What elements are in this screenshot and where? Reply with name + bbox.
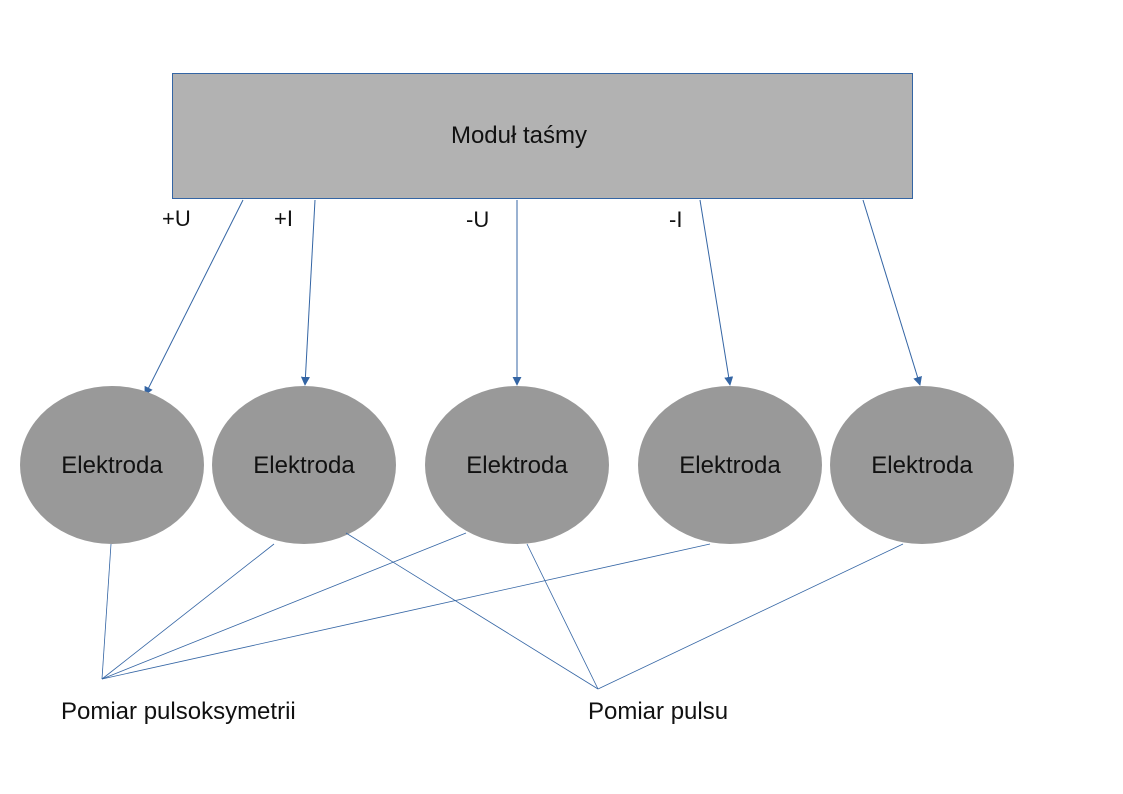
measurement-labels: Pomiar pulsoksymetrii Pomiar pulsu — [61, 698, 728, 725]
electrode-label: Elektroda — [466, 452, 568, 479]
signal-label-minus-u: -U — [466, 207, 489, 232]
electrode-label: Elektroda — [61, 452, 163, 479]
electrode-2: Elektroda — [212, 386, 396, 544]
line-e3-to-pulsoximetry — [101, 532, 467, 680]
line-e4-to-pulsoximetry — [101, 543, 711, 680]
line-e3-to-pulse — [526, 543, 599, 690]
module-node: Moduł taśmy — [172, 73, 913, 199]
electrode-3: Elektroda — [425, 386, 609, 544]
signal-label-minus-i: -I — [669, 207, 682, 232]
electrode-shape — [425, 386, 609, 544]
line-e5-to-pulse — [597, 543, 904, 690]
measurement-label-pulse: Pomiar pulsu — [588, 698, 728, 725]
line-e1-to-pulsoximetry — [101, 543, 112, 680]
arrow-to-electrode-2 — [300, 199, 316, 386]
arrow-to-electrode-4 — [699, 199, 734, 386]
electrode-label: Elektroda — [679, 452, 781, 479]
electrode-label: Elektroda — [871, 452, 973, 479]
connection-arrows — [144, 199, 922, 396]
signal-label-plus-u: +U — [162, 206, 191, 231]
electrode-4: Elektroda — [638, 386, 822, 544]
module-label: Moduł taśmy — [451, 122, 587, 149]
electrode-shape — [20, 386, 204, 544]
module-box — [172, 73, 913, 199]
signal-labels: +U +I -U -I — [162, 206, 682, 232]
line-e2-to-pulse — [345, 532, 599, 690]
electrode-1: Elektroda — [20, 386, 204, 544]
electrode-shape — [212, 386, 396, 544]
arrow-to-electrode-1 — [144, 199, 244, 396]
electrode-5: Elektroda — [830, 386, 1014, 544]
signal-label-plus-i: +I — [274, 206, 293, 231]
line-e2-to-pulsoximetry — [101, 543, 275, 680]
measurement-label-pulsoximetry: Pomiar pulsoksymetrii — [61, 698, 296, 725]
electrode-shape — [830, 386, 1014, 544]
electrode-label: Elektroda — [253, 452, 355, 479]
arrow-to-electrode-5 — [862, 199, 922, 386]
measurement-lines — [101, 532, 904, 690]
electrode-shape — [638, 386, 822, 544]
